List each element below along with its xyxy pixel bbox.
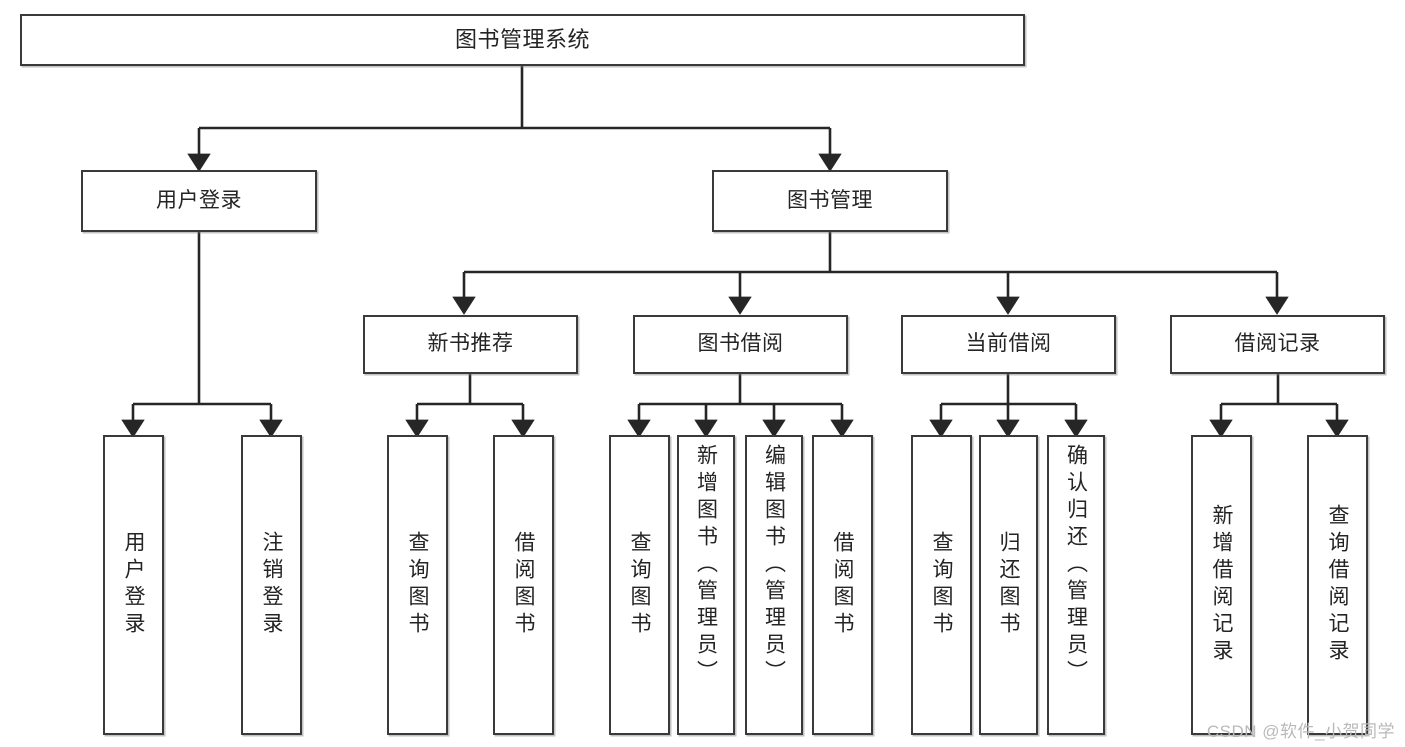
node-leaf-query-book-borrow[interactable]: 查询图书: [609, 435, 670, 735]
node-label: 确认归还（管理员）: [1064, 444, 1088, 687]
node-book-manage[interactable]: 图书管理: [712, 170, 948, 232]
node-label: 查询图书: [930, 531, 953, 639]
node-leaf-borrow-book-borrow[interactable]: 借阅图书: [812, 435, 873, 735]
node-leaf-add-book[interactable]: 新增图书（管理员）: [677, 435, 735, 735]
node-label: 注销登录: [260, 531, 283, 639]
node-user-login[interactable]: 用户登录: [81, 170, 317, 232]
node-label: 借阅图书: [831, 531, 854, 639]
node-label: 图书管理: [787, 188, 873, 212]
node-leaf-add-record[interactable]: 新增借阅记录: [1191, 435, 1252, 735]
node-label: 查询图书: [628, 531, 651, 639]
node-leaf-edit-book[interactable]: 编辑图书（管理员）: [745, 435, 803, 735]
node-current-borrow[interactable]: 当前借阅: [901, 315, 1116, 374]
node-label: 归还图书: [997, 531, 1020, 639]
node-label: 新增借阅记录: [1210, 504, 1233, 666]
node-leaf-logout[interactable]: 注销登录: [241, 435, 302, 735]
node-leaf-query-book-rec[interactable]: 查询图书: [387, 435, 448, 735]
node-new-book-rec[interactable]: 新书推荐: [363, 315, 578, 374]
node-label: 新书推荐: [427, 332, 514, 356]
node-label: 编辑图书（管理员）: [762, 444, 786, 687]
node-label: 查询借阅记录: [1326, 504, 1349, 666]
node-root-system[interactable]: 图书管理系统: [20, 14, 1025, 66]
node-leaf-return-book[interactable]: 归还图书: [979, 435, 1038, 735]
node-label: 当前借阅: [965, 332, 1052, 356]
node-label: 查询图书: [406, 531, 429, 639]
node-label: 借阅记录: [1234, 332, 1321, 356]
node-label: 用户登录: [122, 531, 145, 639]
node-label: 借阅图书: [512, 531, 535, 639]
node-leaf-user-login[interactable]: 用户登录: [103, 435, 164, 735]
node-book-borrow[interactable]: 图书借阅: [633, 315, 848, 374]
node-borrow-record[interactable]: 借阅记录: [1170, 315, 1385, 374]
node-label: 图书管理系统: [454, 27, 590, 53]
node-leaf-query-book-current[interactable]: 查询图书: [911, 435, 972, 735]
node-label: 新增图书（管理员）: [694, 444, 718, 687]
node-label: 用户登录: [156, 188, 242, 212]
node-leaf-confirm-return[interactable]: 确认归还（管理员）: [1047, 435, 1105, 735]
node-leaf-borrow-book-rec[interactable]: 借阅图书: [493, 435, 554, 735]
node-label: 图书借阅: [697, 332, 784, 356]
node-leaf-query-record[interactable]: 查询借阅记录: [1307, 435, 1368, 735]
